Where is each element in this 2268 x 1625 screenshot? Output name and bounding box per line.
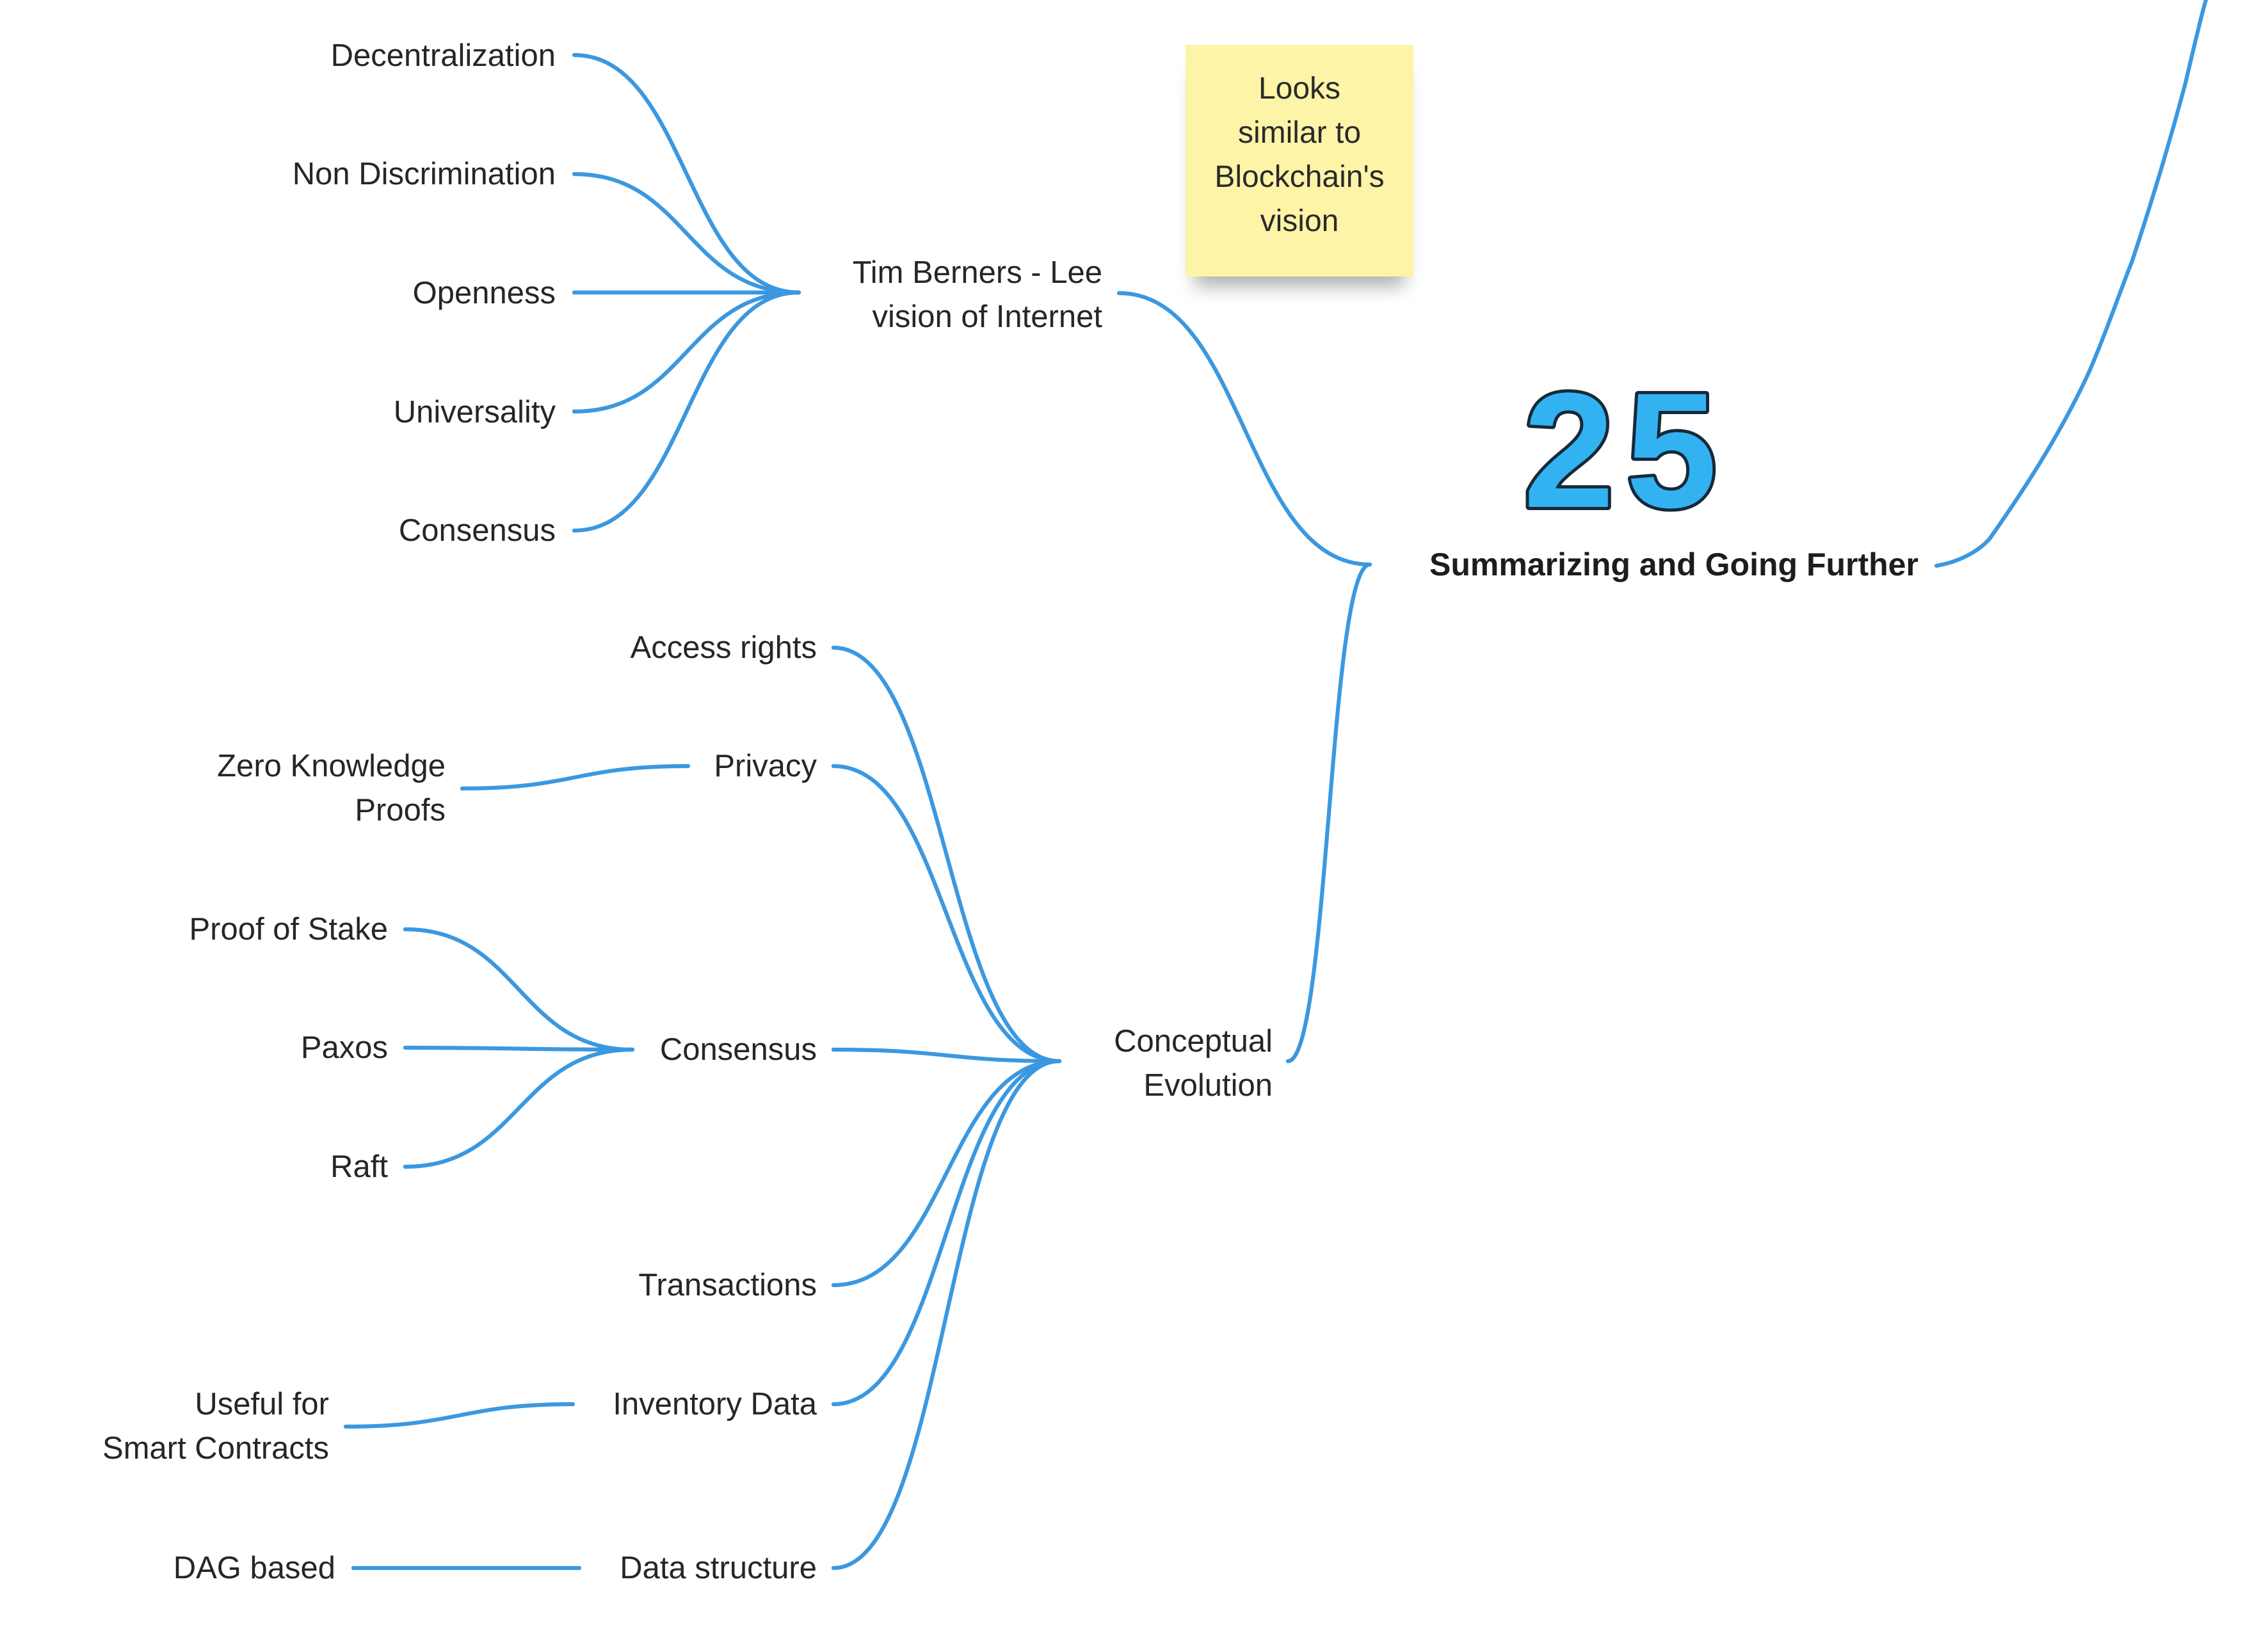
number-badge-icon: 25: [1520, 371, 1729, 525]
node-openness[interactable]: Openness: [412, 276, 556, 310]
node-conceptual-evolution[interactable]: Conceptual Evolution: [1114, 1024, 1273, 1103]
edge-evolution-to-child-4: [831, 1059, 1062, 1407]
edge-tim-to-child-4: [572, 290, 801, 533]
node-inventory-data[interactable]: Inventory Data: [613, 1387, 817, 1421]
node-privacy[interactable]: Privacy: [714, 749, 817, 783]
node-consensus-principle[interactable]: Consensus: [398, 513, 556, 548]
edge-root-to-offscreen: [1934, 0, 2208, 568]
edge-tim-to-child-1: [572, 172, 801, 295]
node-universality[interactable]: Universality: [393, 395, 556, 429]
node-useful-for-smart-contracts[interactable]: Useful for Smart Contracts: [102, 1387, 329, 1466]
edge-evolution-to-child-0: [831, 645, 1062, 1064]
edge-consensus-to-algo-2: [403, 1047, 635, 1169]
edge-root-to-tim: [1116, 291, 1372, 567]
edge-evolution-to-child-5: [831, 1059, 1062, 1571]
node-raft[interactable]: Raft: [330, 1149, 388, 1184]
node-dag-based[interactable]: DAG based: [173, 1551, 335, 1585]
node-access-rights[interactable]: Access rights: [630, 630, 817, 665]
edge-evolution-to-child-2: [831, 1047, 1062, 1064]
node-non-discrimination[interactable]: Non Discrimination: [292, 157, 556, 191]
edge-evolution-to-child-1: [831, 764, 1062, 1064]
node-zero-knowledge-proofs[interactable]: Zero Knowledge Proofs: [217, 749, 446, 828]
edge-root-to-evolution: [1285, 562, 1372, 1064]
edge-privacy-to-zkp: [460, 764, 691, 791]
node-tim-berners-lee-vision[interactable]: Tim Berners - Lee vision of Internet: [852, 255, 1102, 334]
node-decentralization[interactable]: Decentralization: [330, 38, 556, 73]
node-proof-of-stake[interactable]: Proof of Stake: [189, 912, 388, 947]
edge-tim-to-child-3: [572, 290, 801, 414]
root-node[interactable]: Summarizing and Going Further: [1429, 547, 1918, 582]
edge-tim-to-child-0: [572, 52, 801, 295]
sticky-note-text: Looks similar to Blockchain's vision: [1214, 72, 1385, 238]
node-paxos[interactable]: Paxos: [300, 1030, 388, 1065]
edge-inventory-to-smart-contracts: [343, 1402, 575, 1429]
node-data-structure[interactable]: Data structure: [620, 1551, 817, 1585]
node-transactions[interactable]: Transactions: [638, 1268, 817, 1302]
sticky-note[interactable]: Looks similar to Blockchain's vision: [1186, 45, 1413, 276]
node-consensus[interactable]: Consensus: [659, 1032, 817, 1067]
badge-number: 25: [1524, 371, 1729, 525]
edge-evolution-to-child-3: [831, 1059, 1062, 1288]
edge-consensus-to-algo-0: [403, 927, 635, 1052]
edge-consensus-to-algo-1: [403, 1045, 635, 1052]
